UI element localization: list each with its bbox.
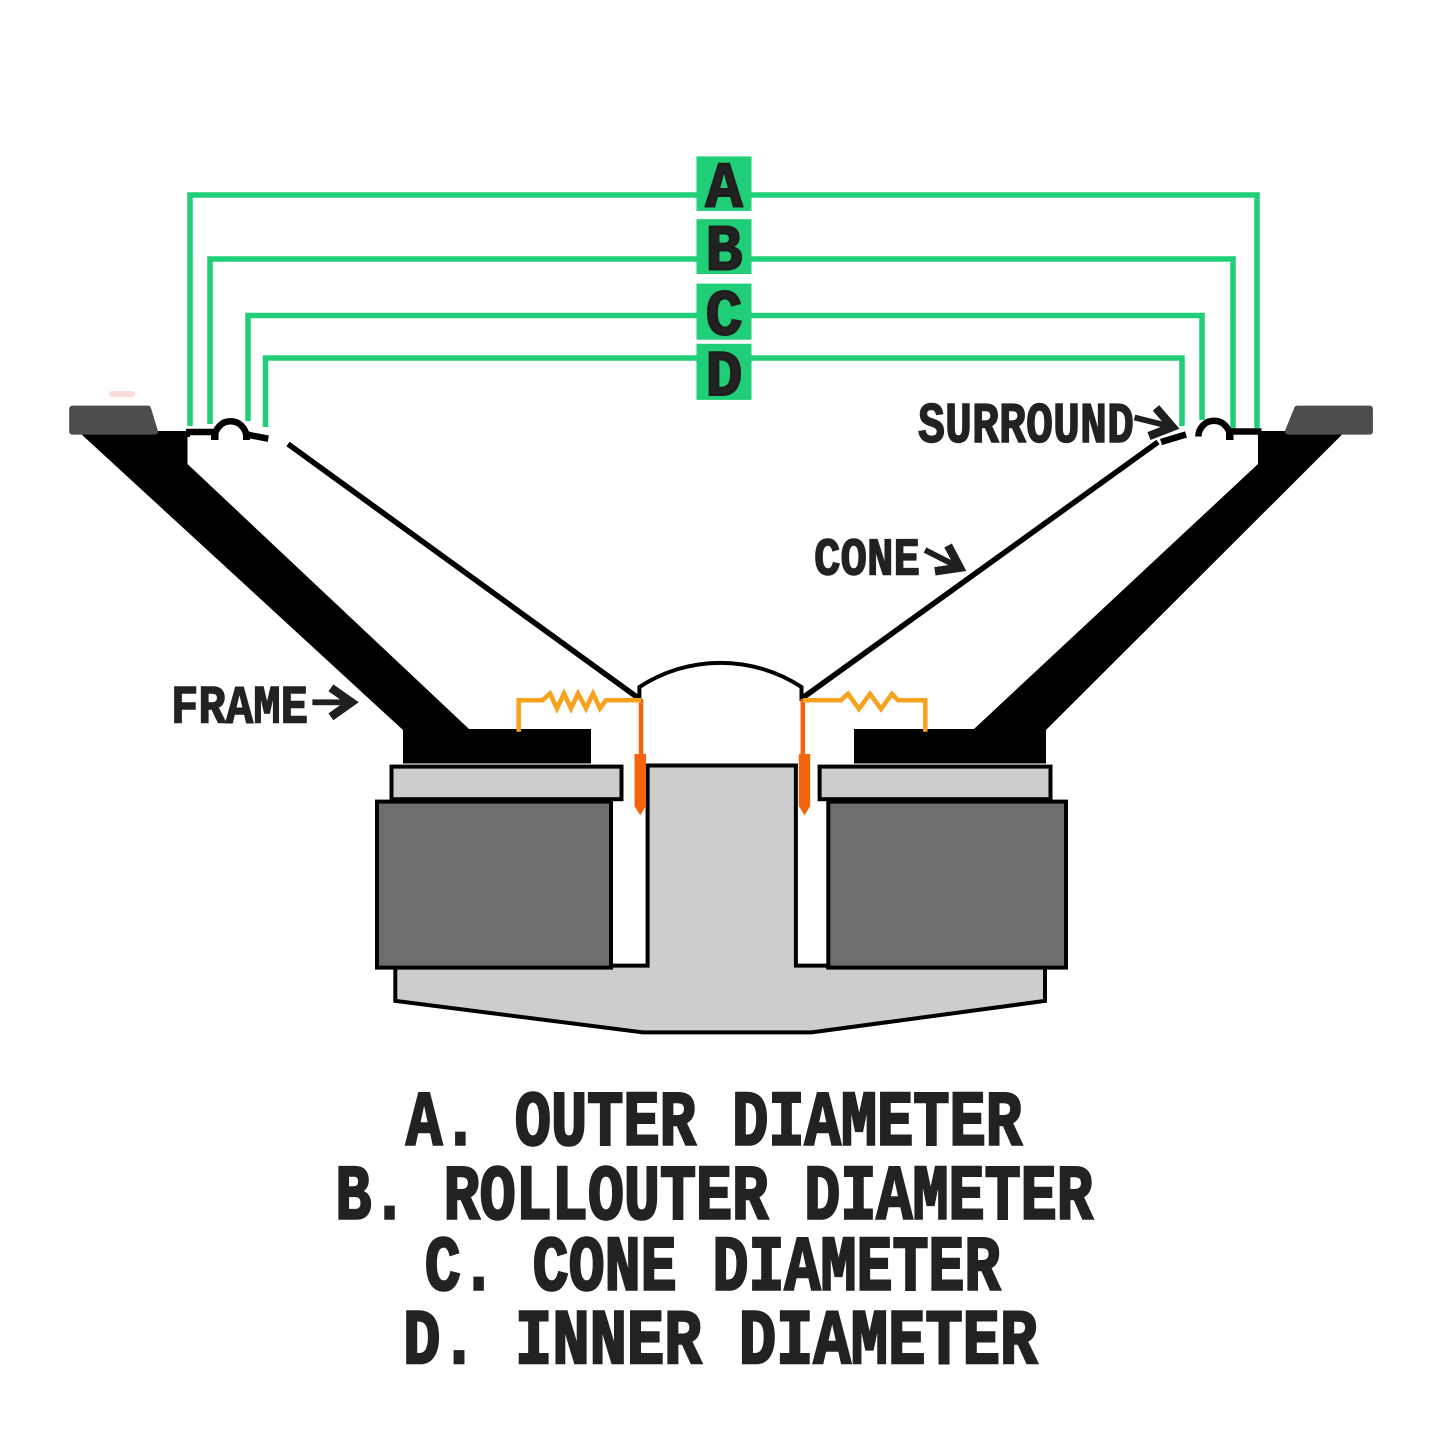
svg-text:A. OUTER DIAMETER: A. OUTER DIAMETER	[406, 1081, 1022, 1169]
svg-text:FRAME: FRAME	[171, 679, 308, 740]
svg-text:B. ROLLOUTER DIAMETER: B. ROLLOUTER DIAMETER	[335, 1155, 1093, 1243]
svg-text:C: C	[706, 281, 743, 355]
svg-text:A: A	[706, 152, 743, 226]
svg-text:D: D	[706, 341, 743, 415]
svg-text:CONE: CONE	[814, 531, 920, 591]
svg-text:SURROUND: SURROUND	[918, 395, 1134, 460]
svg-text:C. CONE DIAMETER: C. CONE DIAMETER	[425, 1225, 1001, 1313]
svg-text:D. INNER DIAMETER: D. INNER DIAMETER	[403, 1299, 1037, 1387]
svg-text:B: B	[706, 216, 743, 290]
